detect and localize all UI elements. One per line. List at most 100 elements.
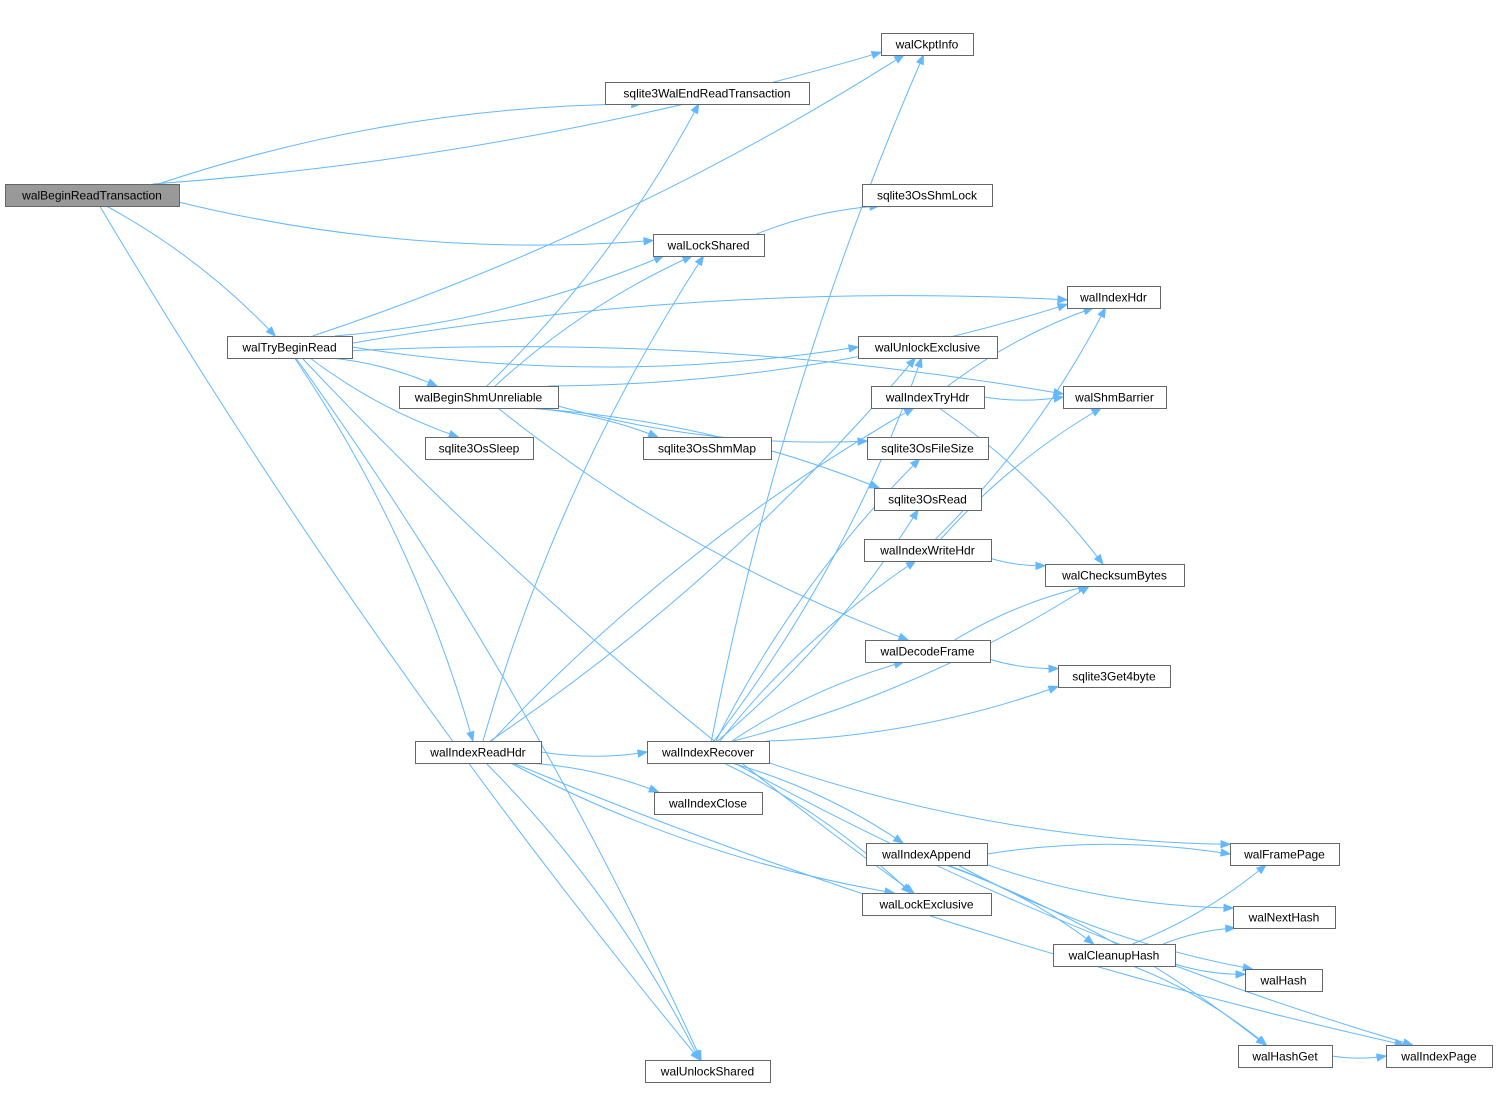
edge-line (935, 307, 1106, 540)
node-sqlite3-os-read[interactable]: sqlite3OsRead (874, 488, 982, 511)
node-sqlite3-os-shm-map[interactable]: sqlite3OsShmMap (643, 437, 772, 460)
node-wal-ckpt-info[interactable]: walCkptInfo (881, 33, 974, 56)
node-sqlite3-os-file-size[interactable]: sqlite3OsFileSize (867, 437, 989, 460)
node-label: walBeginReadTransaction (21, 189, 162, 203)
edge-line (733, 585, 1090, 742)
arrowhead (1097, 306, 1107, 319)
node-sqlite3-os-shm-lock[interactable]: sqlite3OsShmLock (862, 184, 993, 207)
node-sqlite3-get4byte[interactable]: sqlite3Get4byte (1058, 665, 1171, 688)
edge-line (940, 407, 1102, 540)
arrowhead (1035, 561, 1047, 571)
edge-line (482, 255, 704, 742)
node-box (645, 1060, 771, 1083)
node-box (1245, 969, 1323, 992)
node-label: walHash (1259, 974, 1306, 988)
arrowhead (893, 54, 906, 64)
node-wal-frame-page[interactable]: walFramePage (1230, 843, 1340, 866)
node-wal-try-begin-read[interactable]: walTryBeginRead (227, 336, 353, 359)
edge-wal-index-recover-to-sqlite3-get4byte (766, 685, 1060, 742)
node-box (653, 234, 765, 257)
node-box (1063, 386, 1167, 409)
node-label: walIndexClose (668, 797, 747, 811)
edge-wal-begin-read-transaction-to-wal-lock-shared (178, 201, 655, 246)
edge-wal-index-append-to-wal-frame-page (986, 843, 1232, 857)
edge-wal-index-recover-to-wal-decode-frame (731, 660, 905, 742)
arrowhead (857, 437, 869, 446)
arrowhead (1235, 970, 1247, 979)
node-layer: walBeginReadTransaction walCkptInfo sqlite… (5, 33, 1493, 1083)
edge-line (309, 357, 459, 438)
arrowhead (868, 480, 881, 489)
node-label: sqlite3OsShmLock (877, 189, 978, 203)
node-label: sqlite3Get4byte (1072, 670, 1156, 684)
node-box (862, 184, 993, 207)
edge-line (527, 762, 659, 793)
node-wal-begin-read-transaction[interactable]: walBeginReadTransaction (5, 184, 180, 207)
node-label: walIndexReadHdr (429, 746, 525, 760)
node-sqlite3-os-sleep[interactable]: sqlite3OsSleep (425, 437, 534, 460)
node-wal-index-write-hdr[interactable]: walIndexWriteHdr (864, 539, 992, 562)
node-wal-lock-exclusive[interactable]: walLockExclusive (862, 893, 992, 916)
node-label: walIndexTryHdr (885, 391, 970, 405)
node-wal-index-append[interactable]: walIndexAppend (866, 843, 988, 866)
edge-line (731, 661, 904, 742)
arrowhead (1083, 934, 1095, 945)
node-wal-next-hash[interactable]: walNextHash (1233, 906, 1336, 929)
node-box (867, 437, 989, 460)
edge-wal-try-begin-read-to-wal-index-hdr (351, 295, 1069, 344)
node-wal-index-try-hdr[interactable]: walIndexTryHdr (871, 386, 985, 409)
node-box (1386, 1045, 1493, 1068)
edge-line (99, 205, 701, 1061)
node-box (1067, 286, 1161, 309)
node-label: sqlite3OsSleep (439, 442, 520, 456)
node-box (227, 336, 353, 359)
node-wal-lock-shared[interactable]: walLockShared (653, 234, 765, 257)
node-box (874, 488, 982, 511)
node-wal-shm-barrier[interactable]: walShmBarrier (1063, 386, 1167, 409)
edge-wal-begin-shm-unreliable-to-sqlite3-wal-end-read-transaction (486, 102, 700, 387)
edge-wal-index-recover-to-wal-index-write-hdr (719, 560, 917, 742)
arrowhead (647, 429, 659, 438)
edge-wal-decode-frame-to-wal-checksum-bytes (954, 583, 1089, 641)
node-wal-index-read-hdr[interactable]: walIndexReadHdr (415, 741, 542, 764)
node-box (881, 33, 974, 56)
edge-line (351, 346, 859, 368)
node-wal-index-recover[interactable]: walIndexRecover (647, 741, 770, 764)
node-wal-unlock-exclusive[interactable]: walUnlockExclusive (858, 336, 998, 359)
arrowhead (1078, 585, 1091, 595)
node-label: walUnlockExclusive (874, 341, 981, 355)
arrowhead (905, 560, 917, 570)
edge-wal-index-recover-to-wal-index-append (731, 762, 905, 844)
node-wal-index-hdr[interactable]: walIndexHdr (1067, 286, 1161, 309)
edge-wal-begin-shm-unreliable-to-sqlite3-os-read (526, 407, 881, 489)
node-wal-cleanup-hash[interactable]: walCleanupHash (1053, 944, 1176, 967)
edge-line (351, 295, 1068, 344)
arrowhead (1219, 848, 1232, 857)
arrowhead (1090, 407, 1103, 417)
edge-wal-index-read-hdr-to-wal-lock-exclusive (510, 762, 896, 896)
node-label: walIndexRecover (661, 746, 754, 760)
edge-wal-lock-shared-to-sqlite3-os-shm-lock (756, 202, 881, 235)
edge-wal-begin-read-transaction-to-wal-try-begin-read (106, 205, 277, 337)
edge-wal-try-begin-read-to-wal-shm-barrier (351, 346, 1065, 397)
node-wal-begin-shm-unreliable[interactable]: walBeginShmUnreliable (399, 386, 559, 409)
edge-wal-index-recover-to-wal-unlock-exclusive (713, 356, 923, 742)
arrowhead (447, 429, 460, 438)
node-sqlite3-wal-end-read-transaction[interactable]: sqlite3WalEndReadTransaction (605, 82, 810, 105)
node-label: sqlite3WalEndReadTransaction (623, 87, 790, 101)
arrowhead (909, 508, 919, 521)
node-wal-decode-frame[interactable]: walDecodeFrame (865, 640, 991, 663)
edge-line (312, 54, 905, 337)
edge-line (710, 54, 925, 742)
node-wal-index-page[interactable]: walIndexPage (1386, 1045, 1493, 1068)
arrowhead (1052, 388, 1065, 397)
edge-wal-index-try-hdr-to-wal-checksum-bytes (938, 407, 1104, 566)
node-wal-index-close[interactable]: walIndexClose (654, 792, 763, 815)
node-wal-hash[interactable]: walHash (1245, 969, 1323, 992)
node-wal-unlock-shared[interactable]: walUnlockShared (645, 1060, 771, 1083)
edge-wal-cleanup-hash-to-wal-next-hash (1163, 924, 1237, 945)
arrowhead (914, 356, 923, 369)
node-wal-hash-get[interactable]: walHashGet (1238, 1045, 1333, 1068)
node-wal-checksum-bytes[interactable]: walChecksumBytes (1045, 564, 1185, 587)
arrowhead (636, 749, 649, 758)
